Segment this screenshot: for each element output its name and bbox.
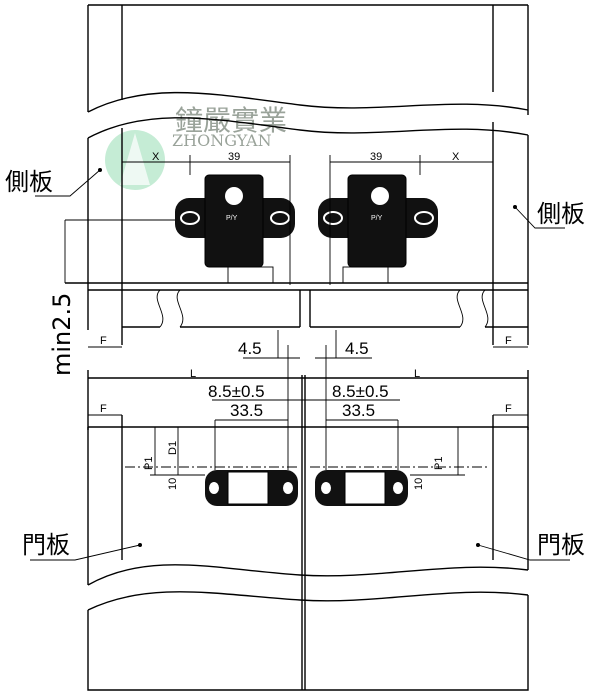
drawing-line: [243, 330, 372, 470]
drawing-line: [87, 122, 529, 345]
drawing-line: [270, 211, 290, 225]
drawing-line: [393, 482, 403, 494]
dimension-label: P1: [143, 457, 155, 470]
drawing-line: [214, 419, 399, 470]
dimension-label: L: [414, 368, 420, 380]
dimension-label: 39: [228, 151, 240, 163]
hinge-bottom-right: [315, 470, 408, 506]
door-panel-right-label: 門板: [537, 531, 585, 559]
top-dimensions: X 39 39 X: [121, 150, 493, 285]
drawing-line: [344, 471, 386, 505]
drawing-line: [514, 206, 565, 229]
door-panel-left-label: 門板: [22, 531, 70, 559]
dimension-label: 33.5: [230, 401, 263, 420]
dimension-label: 33.5: [342, 401, 375, 420]
hinge-mark: P/Y: [226, 215, 238, 222]
dimension-label: F: [100, 403, 107, 415]
panel-labels: 側板 側板 門板 門板 min2.5: [5, 168, 585, 561]
watermark-en: ZHONGYAN: [172, 131, 272, 150]
dimension-label: 8.5±0.5: [208, 382, 265, 401]
drawing-line: [227, 471, 269, 505]
mid-dimensions: F F 4.5 4.5 L L 8.5±0.5 8.5±0.5 33.5 33.…: [87, 330, 529, 690]
door-panels: [87, 415, 529, 691]
drawing-line: [477, 544, 570, 561]
drawing-line: [156, 289, 489, 328]
drawing-line: [227, 266, 274, 284]
drawing-line: [299, 290, 311, 327]
dimension-label: F: [505, 403, 512, 415]
dimension-label: L: [190, 368, 196, 380]
dimension-label: P1: [433, 457, 445, 470]
drawing-line: [476, 543, 480, 547]
hinge-bottom-left: [205, 470, 298, 506]
dimension-label: X: [452, 151, 460, 163]
drawing-line: [35, 169, 101, 197]
drawing-line: [121, 150, 493, 285]
door-dims-small: P1 D1 10 P1 10: [143, 441, 445, 490]
watermark-tree-icon: [120, 133, 150, 185]
drawing-line: [87, 370, 529, 690]
drawing-line: [138, 543, 142, 547]
hinge-mark: P/Y: [371, 215, 383, 222]
upper-frame: [87, 4, 529, 345]
drawing-line: [321, 482, 331, 494]
drawing-line: [150, 427, 465, 476]
drawing-line: [513, 205, 517, 209]
dimension-label: 10: [167, 478, 179, 490]
drawing-line: [283, 482, 293, 494]
drawing-line: [414, 211, 434, 225]
dimension-label: 10: [413, 478, 425, 490]
drawing-line: [87, 91, 529, 113]
drawing-line: [87, 591, 529, 611]
drawing-line: [87, 415, 529, 585]
drawing-line: [98, 168, 102, 172]
drawing-line: [87, 4, 529, 115]
drawing-line: [209, 482, 219, 494]
dimension-label: D1: [167, 441, 179, 455]
drawing-line: [87, 595, 529, 691]
dimension-label: 39: [370, 151, 382, 163]
drawing-line: [87, 564, 529, 586]
side-panel-right-label: 側板: [537, 200, 585, 228]
drawing-line: [342, 266, 389, 284]
drawing-line: [30, 544, 141, 561]
side-panel-left-label: 側板: [5, 168, 53, 196]
dimension-label: 4.5: [345, 339, 369, 358]
drawing-line: [65, 282, 528, 328]
dimension-label: F: [100, 335, 107, 347]
hinge-top-right: P/Y: [318, 174, 438, 284]
drawing-line: [371, 187, 389, 205]
min-gap-label: min2.5: [48, 293, 76, 376]
drawing-line: [180, 211, 200, 225]
door-edge-top-view: [64, 219, 528, 328]
drawing-line: [323, 211, 343, 225]
dimension-label: 8.5±0.5: [332, 382, 389, 401]
dimension-label: 4.5: [238, 339, 262, 358]
drawing-line: [225, 187, 243, 205]
dimension-label: X: [152, 151, 160, 163]
hinge-top-left: P/Y: [175, 174, 295, 284]
dimension-label: F: [505, 335, 512, 347]
drawing-line: [87, 117, 529, 139]
